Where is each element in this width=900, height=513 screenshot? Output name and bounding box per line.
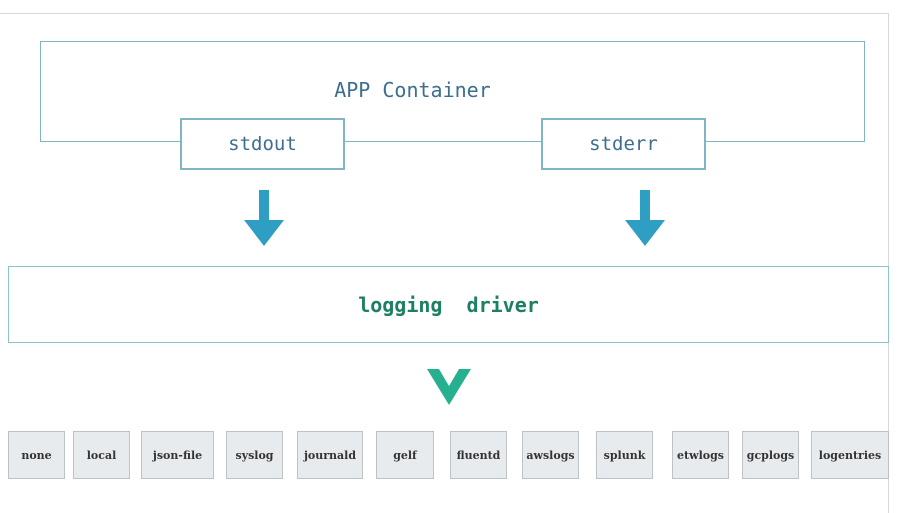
driver-item-fluentd: fluentd: [450, 431, 507, 479]
driver-item-local: local: [73, 431, 130, 479]
down-arrow-icon: [625, 190, 665, 246]
down-arrow-icon: [244, 190, 284, 246]
app-container-title: APP Container: [334, 78, 491, 102]
chevron-down-icon: [427, 369, 471, 405]
driver-item-gcplogs: gcplogs: [742, 431, 799, 479]
stderr-box: stderr: [541, 118, 706, 170]
driver-item-awslogs: awslogs: [522, 431, 579, 479]
driver-item-syslog: syslog: [226, 431, 283, 479]
driver-item-logentries: logentries: [811, 431, 889, 479]
app-container-box: [40, 41, 865, 142]
driver-item-gelf: gelf: [376, 431, 434, 479]
logging-driver-box: logging driver: [8, 266, 889, 343]
stdout-box: stdout: [180, 118, 345, 170]
driver-item-etwlogs: etwlogs: [672, 431, 729, 479]
driver-item-none: none: [8, 431, 65, 479]
outer-frame: [0, 13, 889, 513]
driver-item-splunk: splunk: [596, 431, 653, 479]
driver-item-journald: journald: [297, 431, 363, 479]
driver-item-json-file: json-file: [141, 431, 214, 479]
